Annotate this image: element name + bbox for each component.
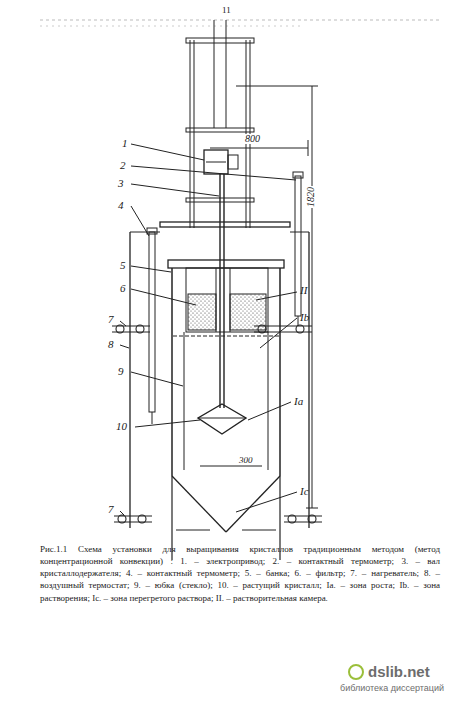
callout-number: 3 xyxy=(118,178,124,189)
callout-number: 8 xyxy=(108,339,114,350)
zone-label: Ic xyxy=(300,486,309,497)
watermark: библиотека диссертаций xyxy=(340,684,444,693)
callout-number: 6 xyxy=(120,283,126,294)
zone-label: Ia xyxy=(294,396,303,407)
callout-number: 2 xyxy=(120,160,126,171)
watermark: dslib.net xyxy=(368,664,430,679)
zone-label: Ib xyxy=(300,312,309,323)
page-number: 11 xyxy=(222,6,231,15)
zone-label: II xyxy=(300,285,307,296)
callout-number: 7 xyxy=(108,504,114,515)
dimension: 300 xyxy=(238,456,254,465)
callout-number: 4 xyxy=(118,200,124,211)
callout-number: 10 xyxy=(116,421,127,432)
callout-number: 1 xyxy=(122,138,128,149)
dimension: 800 xyxy=(244,134,261,144)
callout-number: 5 xyxy=(120,260,126,271)
dimension: 1820 xyxy=(305,186,317,208)
callout-number: 7 xyxy=(108,314,114,325)
callout-number: 9 xyxy=(118,366,124,377)
figure-caption: Рис.1.1 Схема установки для выращивания … xyxy=(40,543,440,604)
